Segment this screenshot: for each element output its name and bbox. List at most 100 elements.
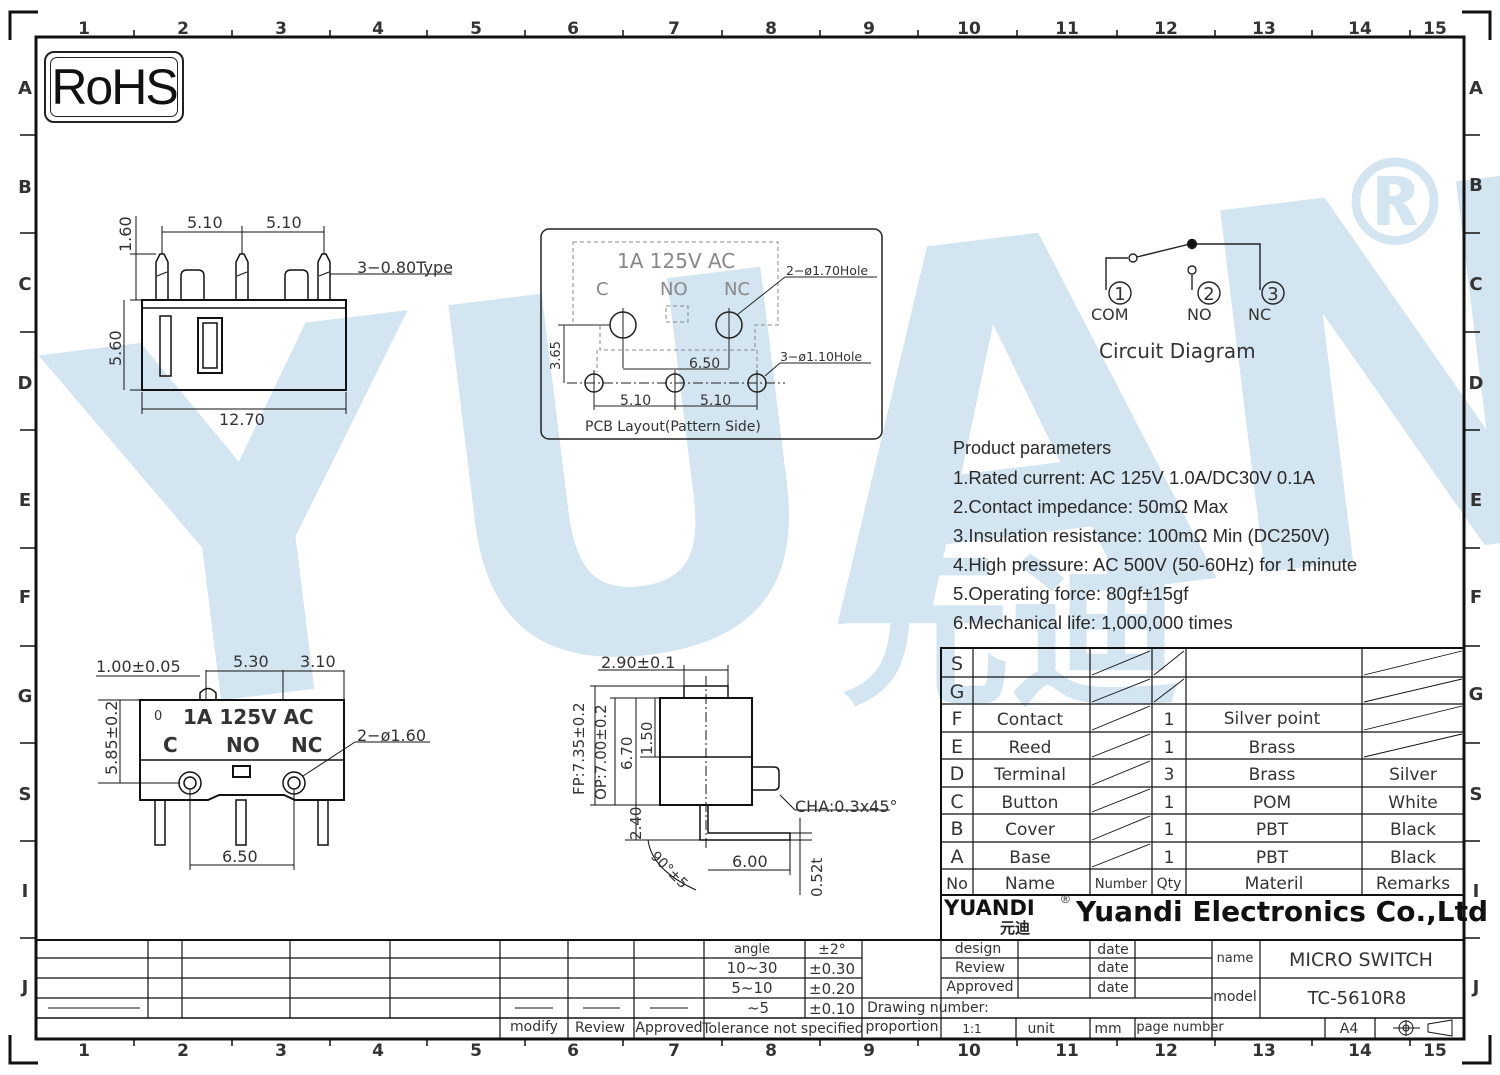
row-label: D (1469, 373, 1484, 394)
dim-label: 2.40 (627, 807, 645, 840)
col-label: 15 (1423, 1041, 1447, 1061)
row-label: D (18, 373, 33, 394)
tb-mm: mm (1094, 1021, 1121, 1037)
bom-material: Brass (1249, 738, 1296, 758)
row-label: C (1469, 274, 1482, 295)
tb-approved: Approved (635, 1020, 702, 1036)
row-label: A (1469, 78, 1483, 99)
dim-label: 12.70 (219, 410, 265, 429)
tb-review2: Review (955, 960, 1005, 976)
tb-range: 10~30 (727, 959, 778, 977)
row-label: F (19, 587, 31, 608)
bom-qty: 1 (1164, 820, 1175, 840)
circuit-node-1: 1 (1114, 284, 1125, 305)
pcb-label-c: C (596, 279, 609, 300)
dim-label: 3−ø1.10Hole (780, 349, 862, 364)
dim-label: 6.70 (618, 737, 636, 770)
circuit-no: NO (1187, 305, 1212, 324)
top-view (123, 216, 452, 414)
tb-design: design (955, 941, 1001, 957)
column-labels-bottom: 1 2 3 4 5 6 7 8 9 10 11 12 13 14 15 (78, 1041, 1447, 1061)
pcb-label-no: NO (660, 279, 688, 300)
col-label: 3 (275, 1041, 287, 1061)
pcb-marking: 1A 125V AC (617, 249, 735, 273)
tb-angle-tol: ±2° (818, 942, 846, 958)
bom-remarks: Silver (1389, 765, 1437, 785)
company-logo: YUANDI 元迪 ® (944, 892, 1074, 938)
col-label: 4 (372, 19, 384, 39)
col-label: 5 (470, 19, 482, 39)
company-name: Yuandi Electronics Co.,Ltd (1076, 895, 1489, 928)
dim-label: FP:7.35±0.2 (570, 702, 588, 795)
col-label: 2 (177, 19, 189, 39)
tb-page-number: page number (1136, 1020, 1224, 1035)
dim-label: 5.60 (106, 330, 125, 366)
bom-header-no: No (946, 874, 968, 893)
dim-label: 1.60 (116, 216, 135, 252)
bom-name: Terminal (993, 765, 1066, 785)
param-item: 2.Contact impedance: 50mΩ Max (953, 496, 1229, 517)
front-label-no: NO (226, 733, 260, 757)
circuit-com: COM (1091, 305, 1129, 324)
mark-zero: 0 (154, 709, 162, 724)
pcb-layout-labels: 1A 125V AC C NO NC 2−ø1.70Hole 3−ø1.10Ho… (549, 249, 868, 435)
bom-header-material: Materil (1245, 874, 1304, 894)
row-label: E (19, 490, 31, 511)
pcb-layout (540, 228, 883, 440)
row-label: G (18, 686, 33, 707)
bom-material: Silver point (1224, 709, 1321, 729)
row-label: G (1469, 684, 1484, 705)
col-label: 10 (957, 19, 981, 39)
row-label: I (22, 881, 29, 902)
param-item: 4.High pressure: AC 500V (50-60Hz) for 1… (953, 554, 1358, 575)
bom-no: A (951, 846, 964, 868)
dim-label: 5.10 (620, 393, 651, 409)
tb-modify: modify (510, 1019, 558, 1035)
dim-label: 6.00 (732, 852, 768, 871)
tb-range-tol: ±0.20 (809, 980, 855, 998)
params-title: Product parameters (953, 438, 1112, 458)
bom-material: PBT (1256, 848, 1289, 868)
bom-remarks: White (1388, 793, 1437, 813)
column-labels: 1 2 3 4 5 6 7 8 9 10 11 12 13 14 15 (78, 19, 1447, 39)
bom-header-name: Name (1005, 874, 1055, 894)
row-label: F (1470, 587, 1482, 608)
bom-name: Contact (997, 710, 1063, 730)
circuit-diagram (1105, 238, 1285, 305)
row-label: J (20, 977, 29, 998)
pcb-label-nc: NC (724, 279, 750, 300)
bom-no: B (950, 818, 963, 840)
bom-header-number: Number (1095, 877, 1148, 892)
col-label: 7 (668, 19, 680, 39)
tb-model-label: model (1213, 989, 1257, 1005)
tb-size: A4 (1340, 1021, 1359, 1037)
dim-label: 90°±5 (647, 849, 690, 892)
tb-name-label: name (1217, 951, 1254, 966)
tb-review: Review (575, 1020, 625, 1036)
logo-text: YUANDI (944, 896, 1035, 920)
tb-tolerance: Tolerance not specified (701, 1021, 863, 1037)
row-labels-left: A B C D E F G S I J (18, 78, 33, 998)
top-view-dims: 5.10 5.10 1.60 5.60 12.70 3−0.80Type (106, 213, 453, 429)
dim-label: CHA:0.3x45° (795, 797, 898, 816)
pcb-caption: PCB Layout(Pattern Side) (585, 419, 761, 435)
param-item: 5.Operating force: 80gf±15gf (953, 583, 1189, 604)
col-label: 1 (78, 1041, 90, 1061)
col-label: 8 (765, 19, 777, 39)
col-label: 10 (957, 1041, 981, 1061)
watermark-reg: ® (1335, 135, 1455, 274)
bom-remarks: Black (1390, 820, 1436, 840)
col-label: 15 (1423, 19, 1447, 39)
col-label: 14 (1348, 1041, 1372, 1061)
frame (8, 10, 1492, 1065)
row-label: S (1470, 784, 1483, 805)
bom-qty: 1 (1164, 738, 1175, 758)
col-label: 11 (1055, 1041, 1079, 1061)
tb-date: date (1097, 980, 1129, 996)
dim-label: 5.10 (187, 213, 223, 232)
title-block-text: angle ±2° 10~30 ±0.30 5~10 ±0.20 ~5 ±0.1… (510, 941, 1433, 1037)
col-label: 9 (863, 1041, 875, 1061)
col-label: 14 (1348, 19, 1372, 39)
tb-range-tol: ±0.30 (809, 960, 855, 978)
tb-date: date (1097, 960, 1129, 976)
